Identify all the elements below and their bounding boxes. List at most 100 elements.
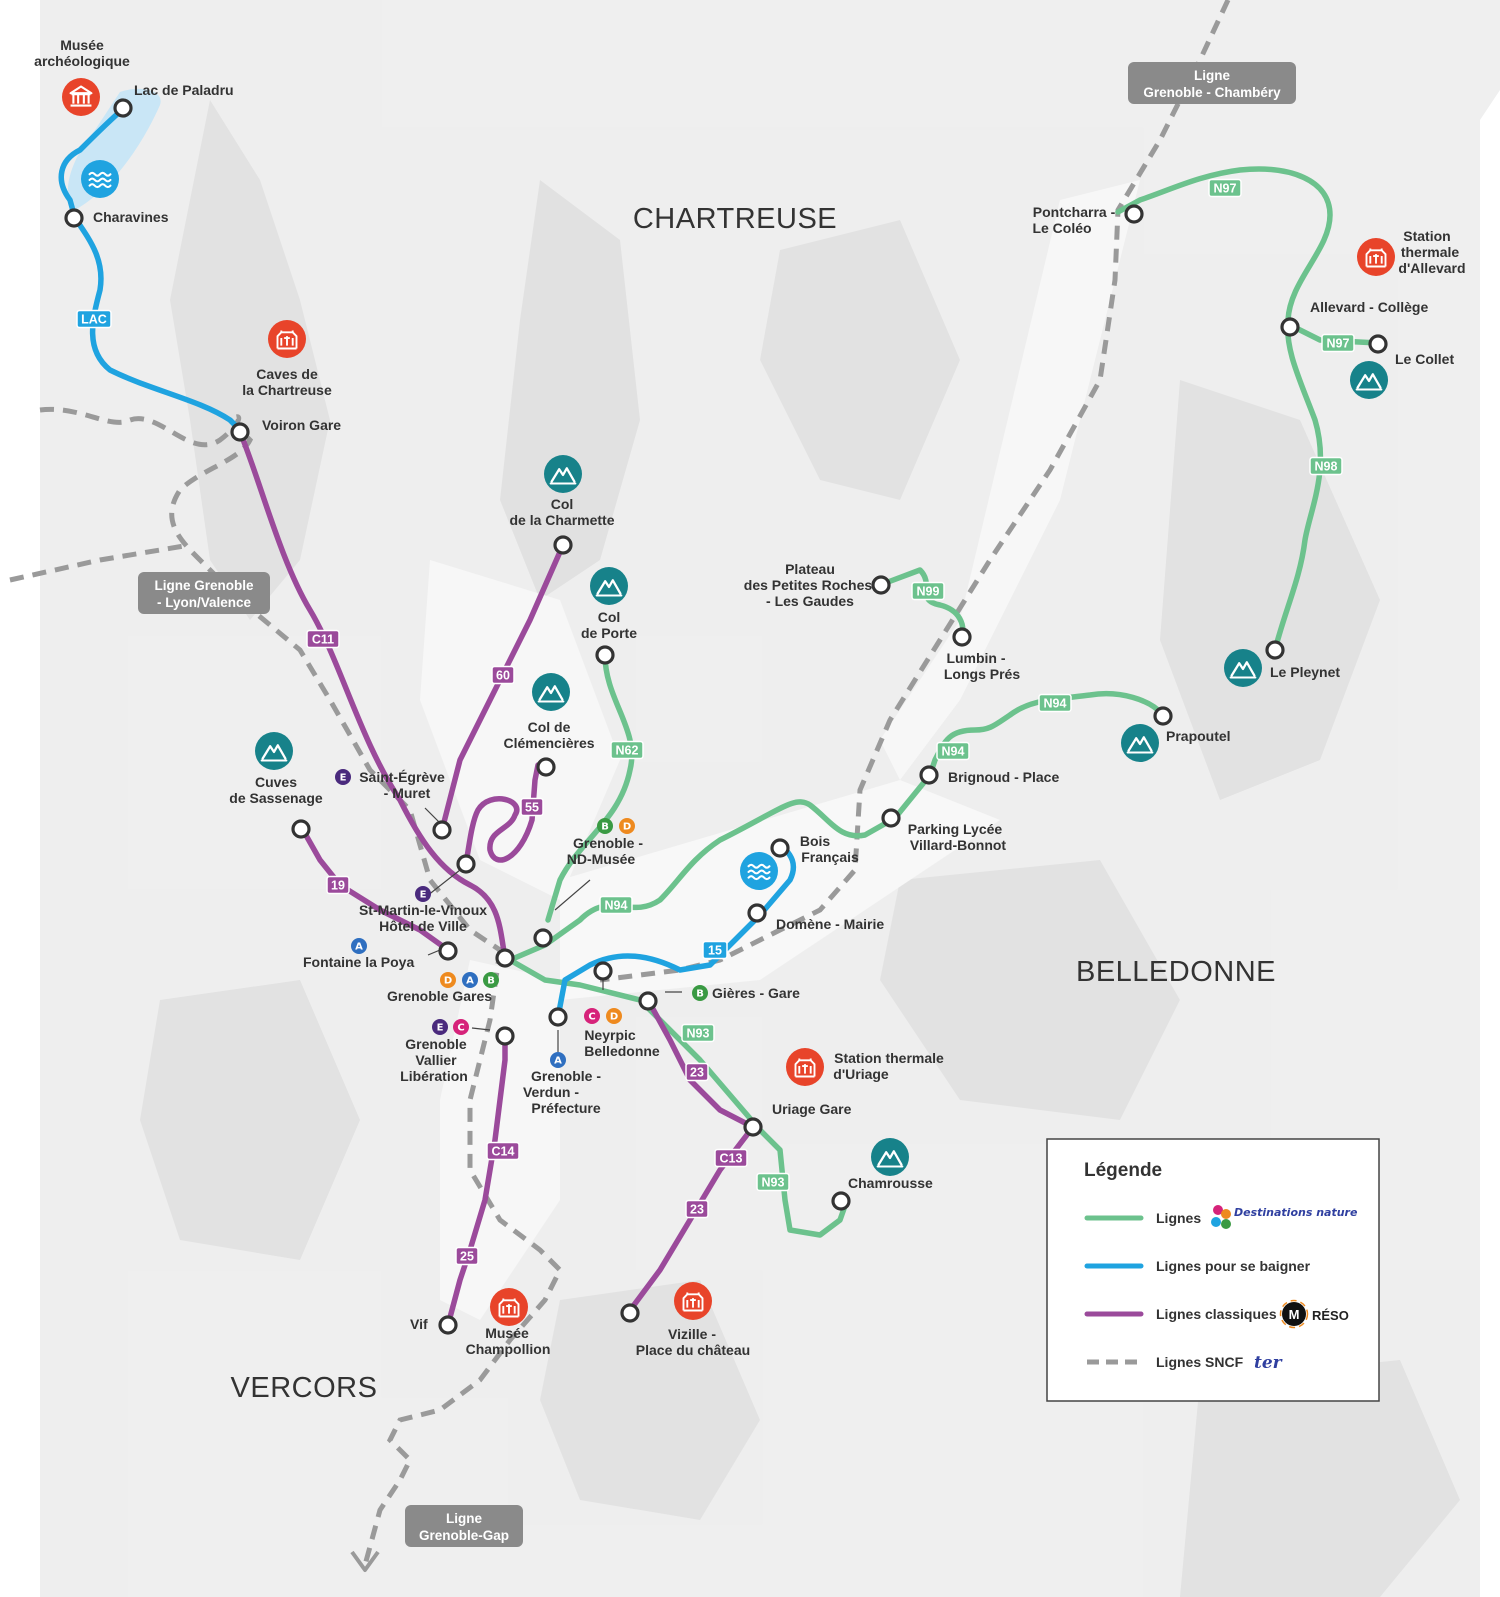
place-lumbin: Lumbin -Longs Prés [944,650,1020,682]
stop-fontaine[interactable] [438,941,458,961]
tram-line-a-badge: A [462,972,478,988]
heritage-building-icon [674,1282,712,1320]
line-badge-l25: 25 [455,1246,479,1266]
museum-icon [62,78,100,116]
stop-plateau[interactable] [871,575,891,595]
line-badge-label: 15 [708,944,722,958]
tram-line-a-badge: A [351,938,367,954]
place-charavines: Charavines [93,209,169,225]
tram-line-c-badge: C [453,1019,469,1035]
line-badge-n99: N99 [911,581,945,601]
line-badge-l15: 15 [702,940,728,960]
line-badge-label: C11 [312,633,334,647]
stop-chamrousse[interactable] [831,1191,851,1211]
stop-le-collet[interactable] [1368,334,1388,354]
stop-lumbin[interactable] [952,627,972,647]
stop-cuves-sassenage[interactable] [291,819,311,839]
legend: Légende Lignes Destinations nature Ligne… [1046,1138,1380,1402]
place-domene: Domène - Mairie [776,916,884,932]
line-badge-label: N94 [1044,697,1067,711]
stop-prapoutel[interactable] [1153,706,1173,726]
line-badge-n98: N98 [1309,456,1343,476]
stop-le-pleynet[interactable] [1265,640,1285,660]
destinations-nature-logo: Destinations nature [1211,1205,1358,1229]
mountain-icon [1350,361,1388,399]
stop-col-charmette[interactable] [553,535,573,555]
stop-lac-paladru[interactable] [113,98,133,118]
rail-label-line-2: Grenoble - Chambéry [1143,85,1281,100]
stop-vif[interactable] [438,1315,458,1335]
rail-label-grenoble-chambery: Ligne Grenoble - Chambéry [1128,62,1296,104]
line-badge-label: N97 [1327,337,1350,351]
stop-brignoud[interactable] [919,765,939,785]
line-badge-n93a: N93 [681,1023,715,1043]
legend-logo-reso: RÉSO [1312,1308,1349,1323]
line-badge-label: 60 [496,669,510,683]
line-badge-label: LAC [81,313,107,327]
tram-letter: C [457,1023,464,1034]
stop-col-clemencieres[interactable] [536,757,556,777]
stop-vizille[interactable] [620,1303,640,1323]
stop-domene[interactable] [747,903,767,923]
stop-charavines[interactable] [64,208,84,228]
stop-parking-lycee[interactable] [881,808,901,828]
place-lac-paladru: Lac de Paladru [134,82,234,98]
stop-neyrpic[interactable] [593,961,613,981]
line-badge-label: N94 [942,745,965,759]
line-badge-c14: C14 [486,1141,520,1161]
stop-saint-egreve[interactable] [432,820,452,840]
stop-gieres[interactable] [638,991,658,1011]
place-grenoble-nd: Grenoble -ND-Musée [567,835,644,867]
line-badge-c11: C11 [306,629,340,649]
stop-pontcharra[interactable] [1124,204,1144,224]
line-badge-label: N98 [1315,460,1338,474]
legend-item-classic: Lignes classiques [1156,1306,1277,1322]
stop-uriage-gare[interactable] [743,1117,763,1137]
stop-grenoble-nd[interactable] [533,928,553,948]
line-badge-label: C13 [720,1152,743,1166]
line-badge-n94a: N94 [1038,693,1072,713]
stop-col-porte[interactable] [595,645,615,665]
heritage-building-icon [490,1288,528,1326]
stop-bois-francais[interactable] [770,838,790,858]
stop-voiron-gare[interactable] [230,422,250,442]
rail-label-line-2: - Lyon/Valence [157,595,252,610]
tram-line-e-badge: E [432,1019,448,1035]
line-badge-n94b: N94 [936,741,970,761]
stop-allevard-college[interactable] [1280,317,1300,337]
mountain-icon [544,455,582,493]
region-belledonne: BELLEDONNE [1076,956,1276,988]
rail-label-line-2: Grenoble-Gap [419,1528,509,1543]
place-voiron-gare: Voiron Gare [262,417,341,433]
tram-line-c-badge: C [584,1008,600,1024]
stop-grenoble-gares[interactable] [495,948,515,968]
rail-label-line-1: Ligne [446,1511,482,1526]
stop-grenoble-verdun[interactable] [548,1007,568,1027]
legend-title: Légende [1084,1160,1162,1181]
line-badge-l23b: 23 [685,1199,709,1219]
place-pontcharra: Pontcharra -Le Coléo [1032,204,1115,236]
place-le-collet: Le Collet [1395,351,1454,367]
stop-grenoble-vallier[interactable] [495,1026,515,1046]
tram-letter: E [437,1023,444,1034]
line-badge-label: 23 [690,1203,704,1217]
place-brignoud: Brignoud - Place [948,769,1059,785]
line-badge-label: 55 [525,801,539,815]
stop-st-martin[interactable] [456,854,476,874]
line-badge-c13: C13 [714,1148,748,1168]
line-badge-l23a: 23 [685,1062,709,1082]
line-badge-n93b: N93 [756,1172,790,1192]
line-badge-label: 19 [331,879,345,893]
heritage-building-icon [1357,238,1395,276]
place-saint-egreve: Saint-Égrève- Muret [359,769,445,801]
